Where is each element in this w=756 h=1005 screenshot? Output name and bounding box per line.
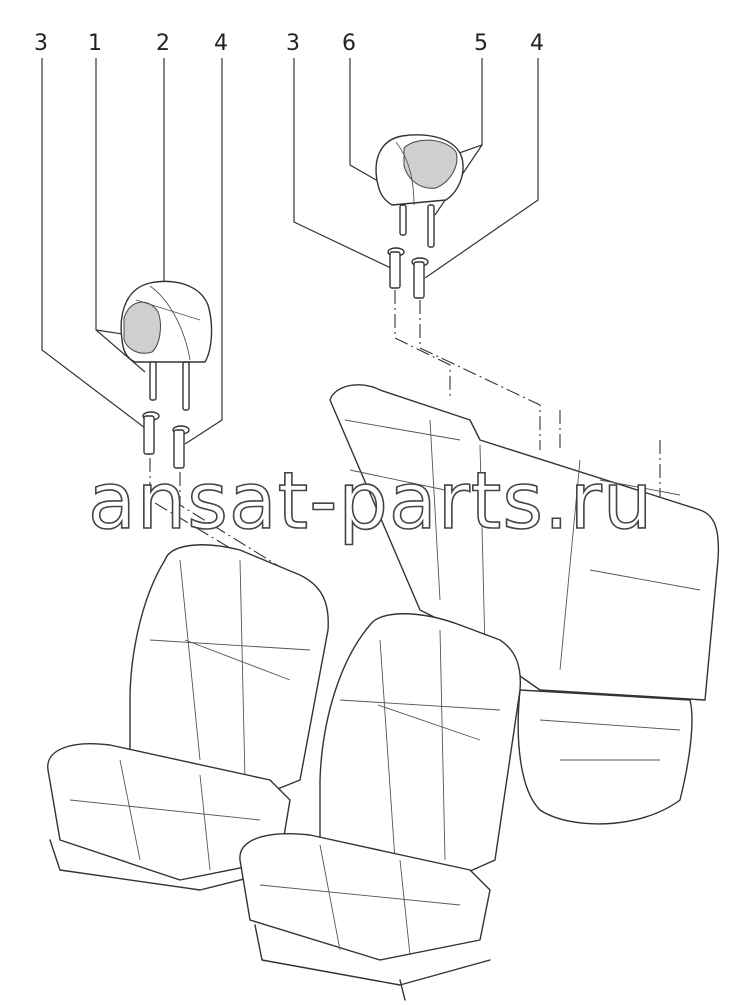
guide-sleeve-icon <box>387 247 429 299</box>
front-seat-icon <box>47 544 329 891</box>
callout-left-headrest-2: 2 <box>156 31 170 56</box>
rear-seat-icon <box>329 384 720 825</box>
front-seat-icon <box>239 613 522 1001</box>
callout-right-cover-5: 5 <box>474 31 488 56</box>
watermark-text: ansat-parts.ru <box>88 457 653 547</box>
callout-left-guide-3: 3 <box>34 31 48 56</box>
callout-left-guide-4: 4 <box>214 31 228 56</box>
headrest-icon <box>120 280 213 411</box>
callout-right-guide-4: 4 <box>530 31 544 56</box>
headrest-icon <box>375 134 464 248</box>
leader-lines-right <box>293 58 539 279</box>
callout-right-guide-3: 3 <box>286 31 300 56</box>
guide-sleeve-icon <box>142 411 190 469</box>
callout-left-cover-1: 1 <box>88 31 102 56</box>
leader-lines-left <box>41 58 223 445</box>
callout-right-headrest-6: 6 <box>342 31 356 56</box>
